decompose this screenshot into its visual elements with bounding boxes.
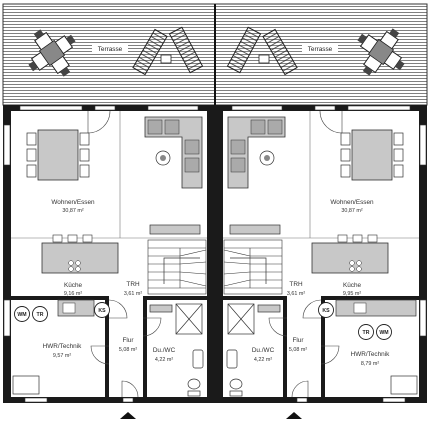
room-duwc-right-area: 4,22 m²: [254, 357, 272, 363]
terrace-area: [2, 3, 428, 106]
appliance-wm-right: WM: [376, 324, 392, 340]
hwr-unit-right: [390, 375, 418, 395]
side-table-left: [160, 54, 172, 64]
svg-text:WM: WM: [379, 330, 388, 336]
sofa-right: [227, 116, 286, 189]
side-table-right: [258, 54, 270, 64]
terrace-label-right: Terrasse: [308, 46, 333, 53]
tv-unit-left: [149, 224, 201, 235]
room-kueche-right-name: Küche: [343, 282, 362, 289]
room-wohnen-left-name: Wohnen/Essen: [51, 199, 95, 206]
sofa-left: [144, 116, 203, 189]
room-division-lines: [11, 111, 419, 239]
room-wohnen-left-area: 30,87 m²: [62, 208, 83, 214]
sun-lounger-left-2: [168, 26, 204, 74]
kitchen-island-left: [41, 234, 119, 274]
room-kueche-left-area: 9,16 m²: [64, 291, 82, 297]
kitchen-counter-left: [57, 299, 95, 317]
appliance-ks-left: KS: [94, 302, 110, 318]
svg-text:KS: KS: [322, 308, 330, 314]
sun-lounger-left-1: [132, 28, 168, 76]
dining-table-right: [340, 129, 404, 181]
hwr-unit-left: [12, 375, 40, 395]
room-hwr-right-name: HWR/Technik: [351, 351, 391, 358]
dining-table-left: [26, 129, 90, 181]
bottom-windows: [24, 397, 406, 403]
room-flur-right-name: Flur: [292, 337, 304, 344]
top-windows: [19, 105, 411, 111]
bathroom-fixtures-right: [226, 303, 281, 397]
terrace-label-left: Terrasse: [98, 46, 123, 53]
room-trh-left-area: 3,61 m²: [124, 291, 142, 297]
sun-lounger-right-1: [226, 26, 262, 74]
staircase-left: [147, 239, 207, 295]
room-trh-right-name: TRH: [289, 281, 303, 288]
exterior-walls: [3, 105, 427, 403]
room-duwc-left-name: Du./WC: [153, 347, 176, 354]
room-hwr-left-name: HWR/Technik: [43, 343, 83, 350]
room-kueche-right-area: 9,95 m²: [343, 291, 361, 297]
appliance-ks-right: KS: [318, 302, 334, 318]
svg-text:WM: WM: [17, 312, 26, 318]
appliance-tr-left: TR: [32, 306, 48, 322]
entrance-arrow-left-icon: [120, 412, 136, 419]
appliance-wm-left: WM: [14, 306, 30, 322]
terrace-table-right: [357, 28, 405, 76]
room-hwr-right-area: 8,79 m²: [361, 361, 379, 367]
room-wohnen-right-name: Wohnen/Essen: [330, 199, 374, 206]
bathroom-fixtures-left: [149, 303, 204, 397]
side-windows: [3, 124, 427, 337]
room-trh-right-area: 3,61 m²: [287, 291, 305, 297]
room-kueche-left-name: Küche: [64, 282, 83, 289]
interior-walls: [11, 296, 419, 397]
svg-text:TR: TR: [363, 330, 370, 336]
tv-unit-right: [229, 224, 281, 235]
terrace-label-left-bg: [92, 44, 128, 53]
svg-text:KS: KS: [98, 308, 106, 314]
kitchen-island-right: [311, 234, 389, 274]
room-flur-left-area: 5,08 m²: [119, 347, 137, 353]
room-duwc-right-name: Du./WC: [252, 347, 275, 354]
room-wohnen-right-area: 30,87 m²: [341, 208, 362, 214]
entrance-arrow-right-icon: [286, 412, 302, 419]
room-duwc-left-area: 4,22 m²: [155, 357, 173, 363]
staircase-right: [223, 239, 283, 295]
kitchen-counter-right: [335, 299, 417, 317]
svg-text:TR: TR: [37, 312, 44, 318]
room-trh-left-name: TRH: [126, 281, 140, 288]
doors: [87, 110, 343, 398]
terrace-label-right-bg: [302, 44, 338, 53]
appliance-tr-right: TR: [358, 324, 374, 340]
room-flur-left-name: Flur: [122, 337, 134, 344]
terrace-table-left: [28, 29, 76, 77]
room-flur-right-area: 5,08 m²: [289, 347, 307, 353]
sun-lounger-right-2: [262, 28, 298, 76]
room-hwr-left-area: 9,57 m²: [53, 353, 71, 359]
